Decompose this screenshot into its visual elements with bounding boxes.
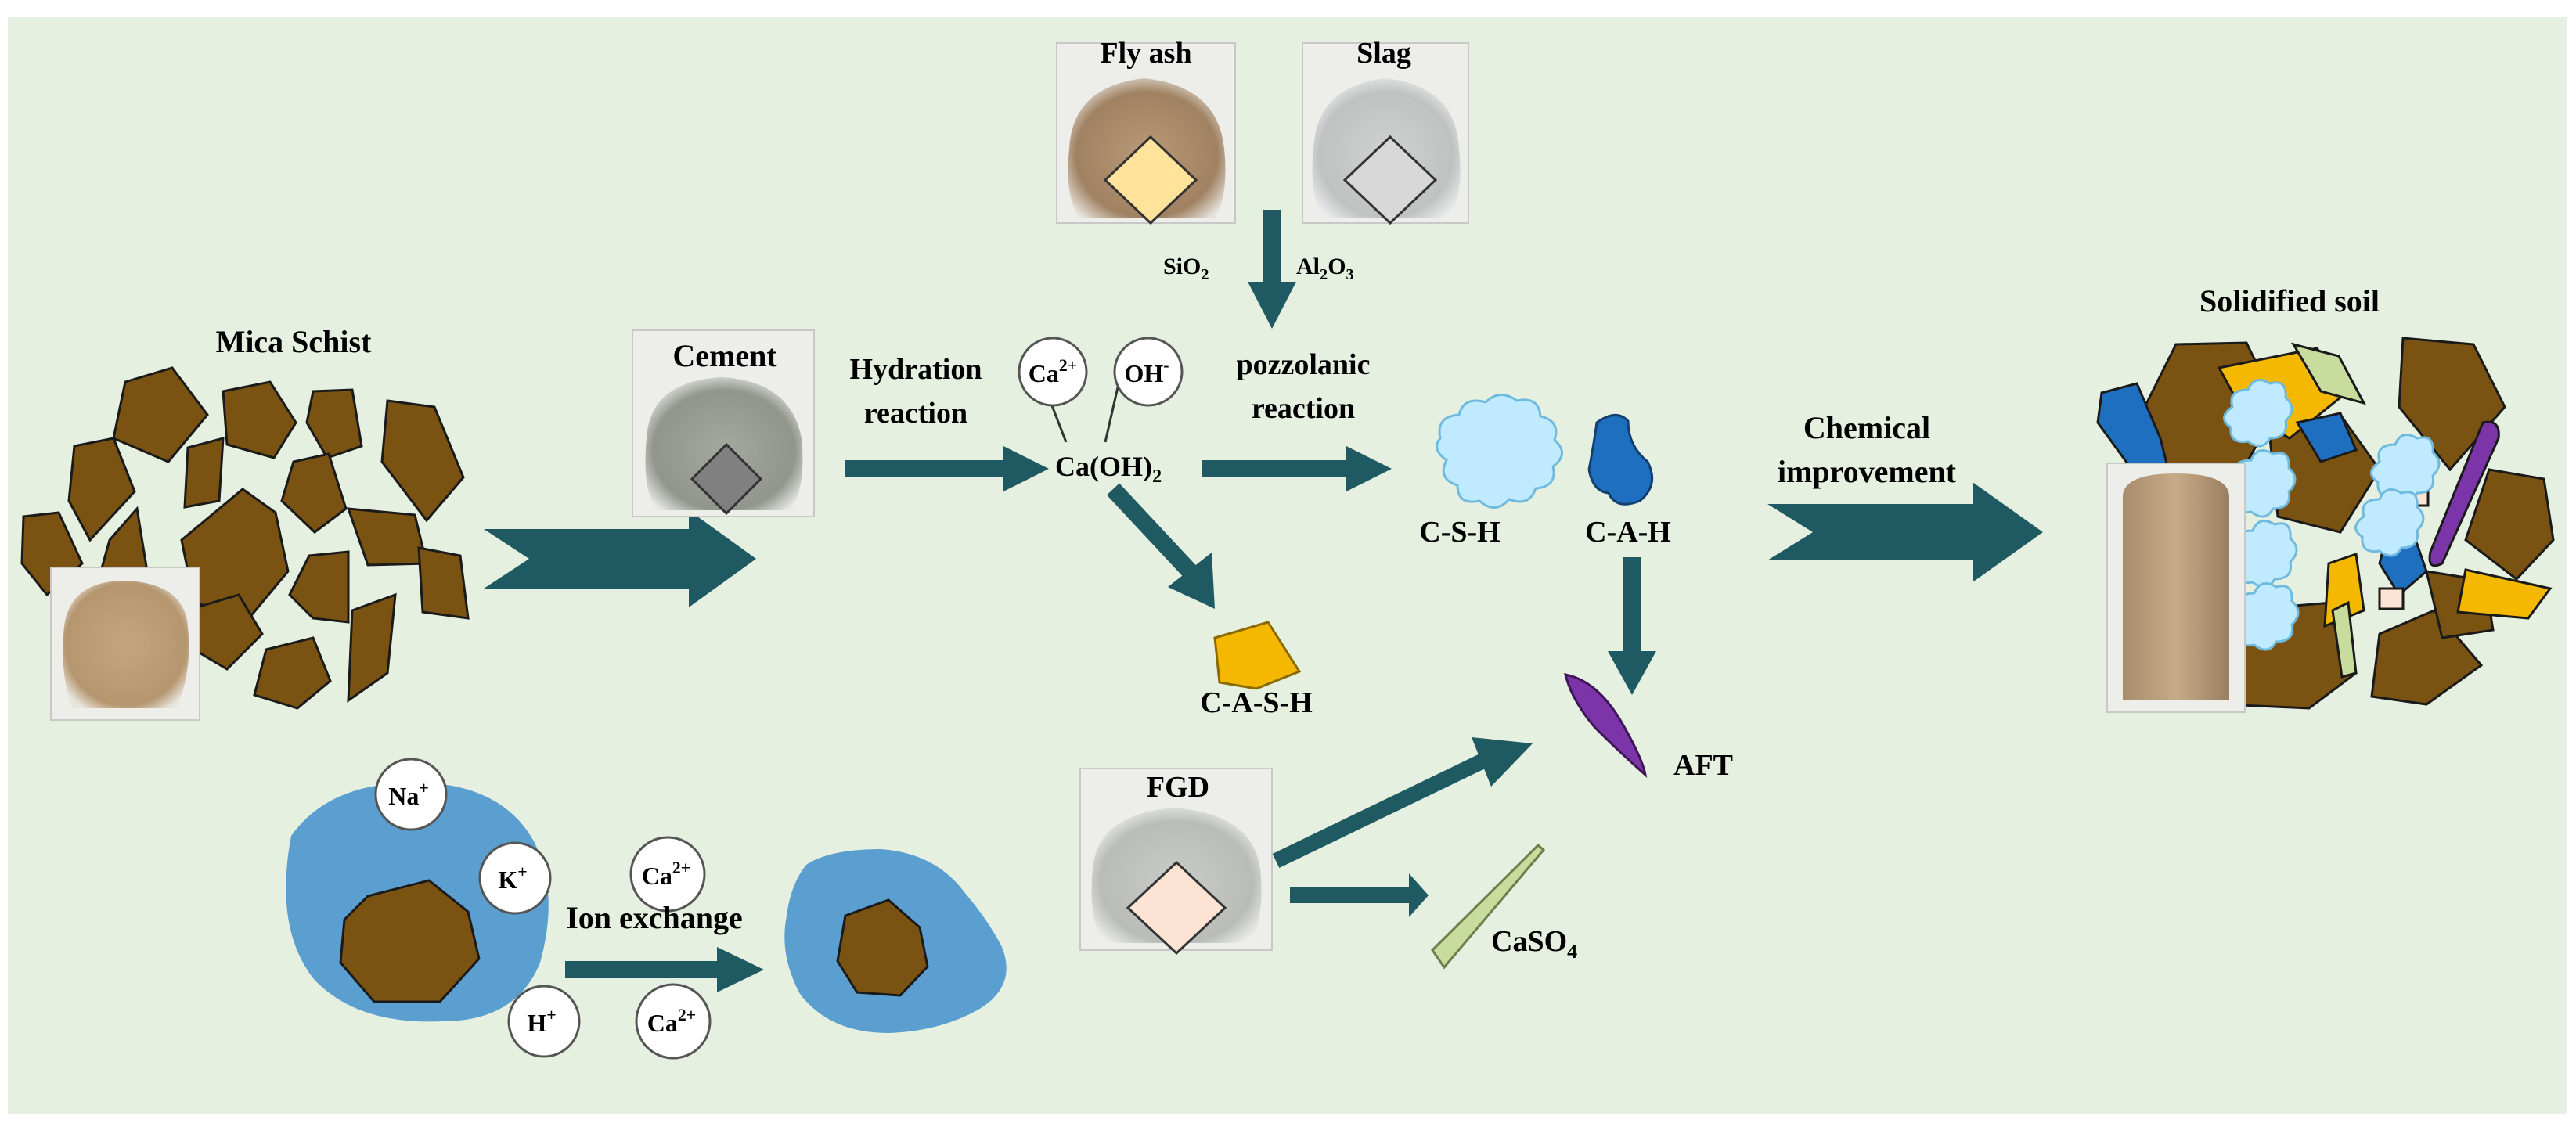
bond-line (1104, 387, 1119, 443)
cah-product-shape (1587, 414, 1654, 506)
ion-exchange-label: Ion exchange (566, 900, 743, 935)
soil-particle (280, 452, 348, 534)
soil-particle (112, 366, 209, 463)
soil-particle (288, 550, 350, 624)
csh-label: C-S-H (1419, 516, 1500, 549)
calcium-hydroxide-label: Ca(OH)2 (1055, 451, 1162, 487)
cah-crystal (2295, 412, 2358, 463)
csh-cluster (2223, 379, 2293, 448)
caso4-crystal (2290, 342, 2366, 405)
caso4-product-shape (1431, 843, 1546, 970)
csh-cluster (2370, 434, 2441, 502)
fgd-marker (1126, 860, 1227, 956)
cash-crystal (2456, 568, 2553, 620)
soil-particle (2464, 468, 2555, 581)
calcium-ion-label: Ca2+ (1029, 356, 1077, 387)
pozzolanic-label-line1: pozzolanic (1237, 348, 1371, 381)
fly-ash-marker (1103, 135, 1198, 225)
slag-label: Slag (1356, 37, 1411, 70)
mica-powder-sample (63, 581, 189, 708)
soil-particle (380, 399, 465, 523)
pozzolan-input-arrow (1248, 210, 1296, 329)
calcium-ion (635, 983, 712, 1060)
specimen-sample (2123, 473, 2229, 700)
fgd-photo (1079, 768, 1273, 956)
pozzolanic-arrow (1202, 446, 1392, 491)
csh-product-shape (1436, 394, 1563, 509)
aft-formation-arrow (1608, 557, 1656, 695)
sodium-ion (374, 758, 448, 831)
hydroxide-ion (1113, 337, 1184, 407)
hydration-label-line2: reaction (864, 397, 967, 430)
hydroxide-ion-label: OH- (1124, 356, 1169, 387)
soil-particle-before (339, 879, 481, 1003)
hydration-label-line1: Hydration (850, 353, 982, 386)
fgd-label: FGD (1147, 771, 1209, 804)
aft-label: AFT (1673, 749, 1733, 782)
fly-ash-label: Fly ash (1100, 37, 1191, 70)
slag-marker (1342, 135, 1438, 225)
chemical-label-line2: improvement (1778, 454, 1957, 489)
hydrogen-ion-label: H+ (527, 1006, 556, 1037)
hydrogen-ion (507, 985, 581, 1058)
mica-schist-label: Mica Schist (216, 324, 373, 359)
solidified-soil-label: Solidified soil (2200, 283, 2380, 319)
chemical-label-line1: Chemical (1803, 410, 1930, 445)
caso4-crystal (2331, 600, 2358, 679)
cement-powder-sample (645, 377, 803, 510)
cement-marker (690, 442, 763, 516)
soil-particle (253, 636, 332, 710)
csh-gel-clusters (2223, 379, 2441, 651)
al2o3-label: Al2O3 (1296, 254, 1354, 283)
hydration-arrow (845, 446, 1049, 491)
soil-particle-after (836, 898, 929, 997)
process-arrow (484, 510, 756, 607)
soil-particle (347, 592, 397, 703)
sio2-label: SiO2 (1163, 254, 1209, 283)
aft-crystal (2428, 420, 2500, 567)
cash-crystal (2323, 552, 2365, 628)
soil-particle (222, 380, 297, 459)
calcium-ion (629, 836, 706, 913)
potassium-ion-label: K+ (498, 862, 527, 894)
mica-schist-photo (50, 567, 200, 721)
cash-product-shape (1213, 621, 1302, 690)
soil-particle (67, 437, 136, 542)
caso4-label: CaSO4 (1491, 925, 1577, 963)
potassium-ion (478, 841, 552, 915)
calcium-ion-label: Ca2+ (642, 859, 690, 890)
cement-photo (632, 329, 815, 517)
slag-photo (1302, 42, 1469, 225)
gypsum-fragment (2378, 587, 2405, 610)
aft-product-shape (1563, 673, 1648, 778)
cash-formation-arrow (1106, 483, 1215, 609)
soil-particle (305, 388, 363, 459)
calcium-ion-label: Ca2+ (647, 1006, 696, 1037)
solidified-soil-particles (2096, 337, 2555, 710)
soil-particle (417, 546, 470, 620)
fgd-to-aft-arrow (1272, 737, 1533, 869)
process-arrow (1767, 482, 2043, 582)
ion-exchange-arrow (565, 947, 764, 992)
cah-label: C-A-H (1585, 516, 1671, 549)
fgd-to-caso4-arrow (1290, 873, 1429, 917)
cash-label: C-A-S-H (1200, 686, 1313, 719)
pozzolanic-label-line2: reaction (1252, 392, 1355, 425)
csh-cluster (2354, 488, 2425, 557)
cement-label: Cement (672, 338, 777, 373)
soil-particle (183, 437, 225, 509)
solidified-soil-specimen-photo (2106, 463, 2246, 713)
calcium-ion (1018, 337, 1088, 407)
sodium-ion-label: Na+ (388, 779, 429, 810)
fly-ash-photo (1056, 42, 1236, 225)
